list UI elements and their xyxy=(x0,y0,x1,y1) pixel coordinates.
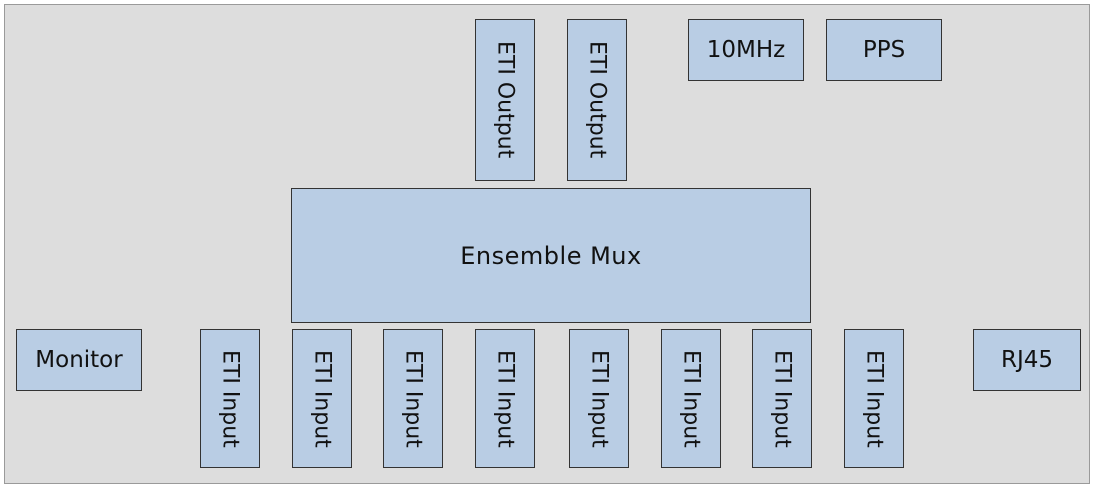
eti-output-box-2: ETI Output xyxy=(567,19,627,181)
pps-box: PPS xyxy=(826,19,942,81)
eti-input-label: ETI Input xyxy=(492,349,518,448)
eti-input-box-4: ETI Input xyxy=(475,329,535,468)
eti-input-box-8: ETI Input xyxy=(844,329,904,468)
eti-output-box-1: ETI Output xyxy=(475,19,535,181)
eti-input-label: ETI Input xyxy=(400,349,426,448)
eti-input-box-1: ETI Input xyxy=(200,329,260,468)
rj45-label: RJ45 xyxy=(1000,347,1054,373)
eti-input-label: ETI Input xyxy=(861,349,887,448)
eti-input-box-5: ETI Input xyxy=(569,329,629,468)
ensemble-mux-label: Ensemble Mux xyxy=(460,241,642,270)
ensemble-mux-box: Ensemble Mux xyxy=(291,188,811,323)
rj45-box: RJ45 xyxy=(973,329,1081,391)
eti-input-label: ETI Input xyxy=(678,349,704,448)
clock-10mhz-label: 10MHz xyxy=(706,37,786,63)
eti-input-label: ETI Input xyxy=(309,349,335,448)
eti-input-box-2: ETI Input xyxy=(292,329,352,468)
eti-output-label: ETI Output xyxy=(584,41,610,159)
eti-input-label: ETI Input xyxy=(217,349,243,448)
monitor-box: Monitor xyxy=(16,329,142,391)
eti-input-label: ETI Input xyxy=(586,349,612,448)
clock-10mhz-box: 10MHz xyxy=(688,19,804,81)
pps-label: PPS xyxy=(862,37,906,63)
eti-input-box-6: ETI Input xyxy=(661,329,721,468)
monitor-label: Monitor xyxy=(35,347,123,373)
eti-input-label: ETI Input xyxy=(769,349,795,448)
eti-output-label: ETI Output xyxy=(492,41,518,159)
eti-input-box-7: ETI Input xyxy=(752,329,812,468)
eti-input-box-3: ETI Input xyxy=(383,329,443,468)
